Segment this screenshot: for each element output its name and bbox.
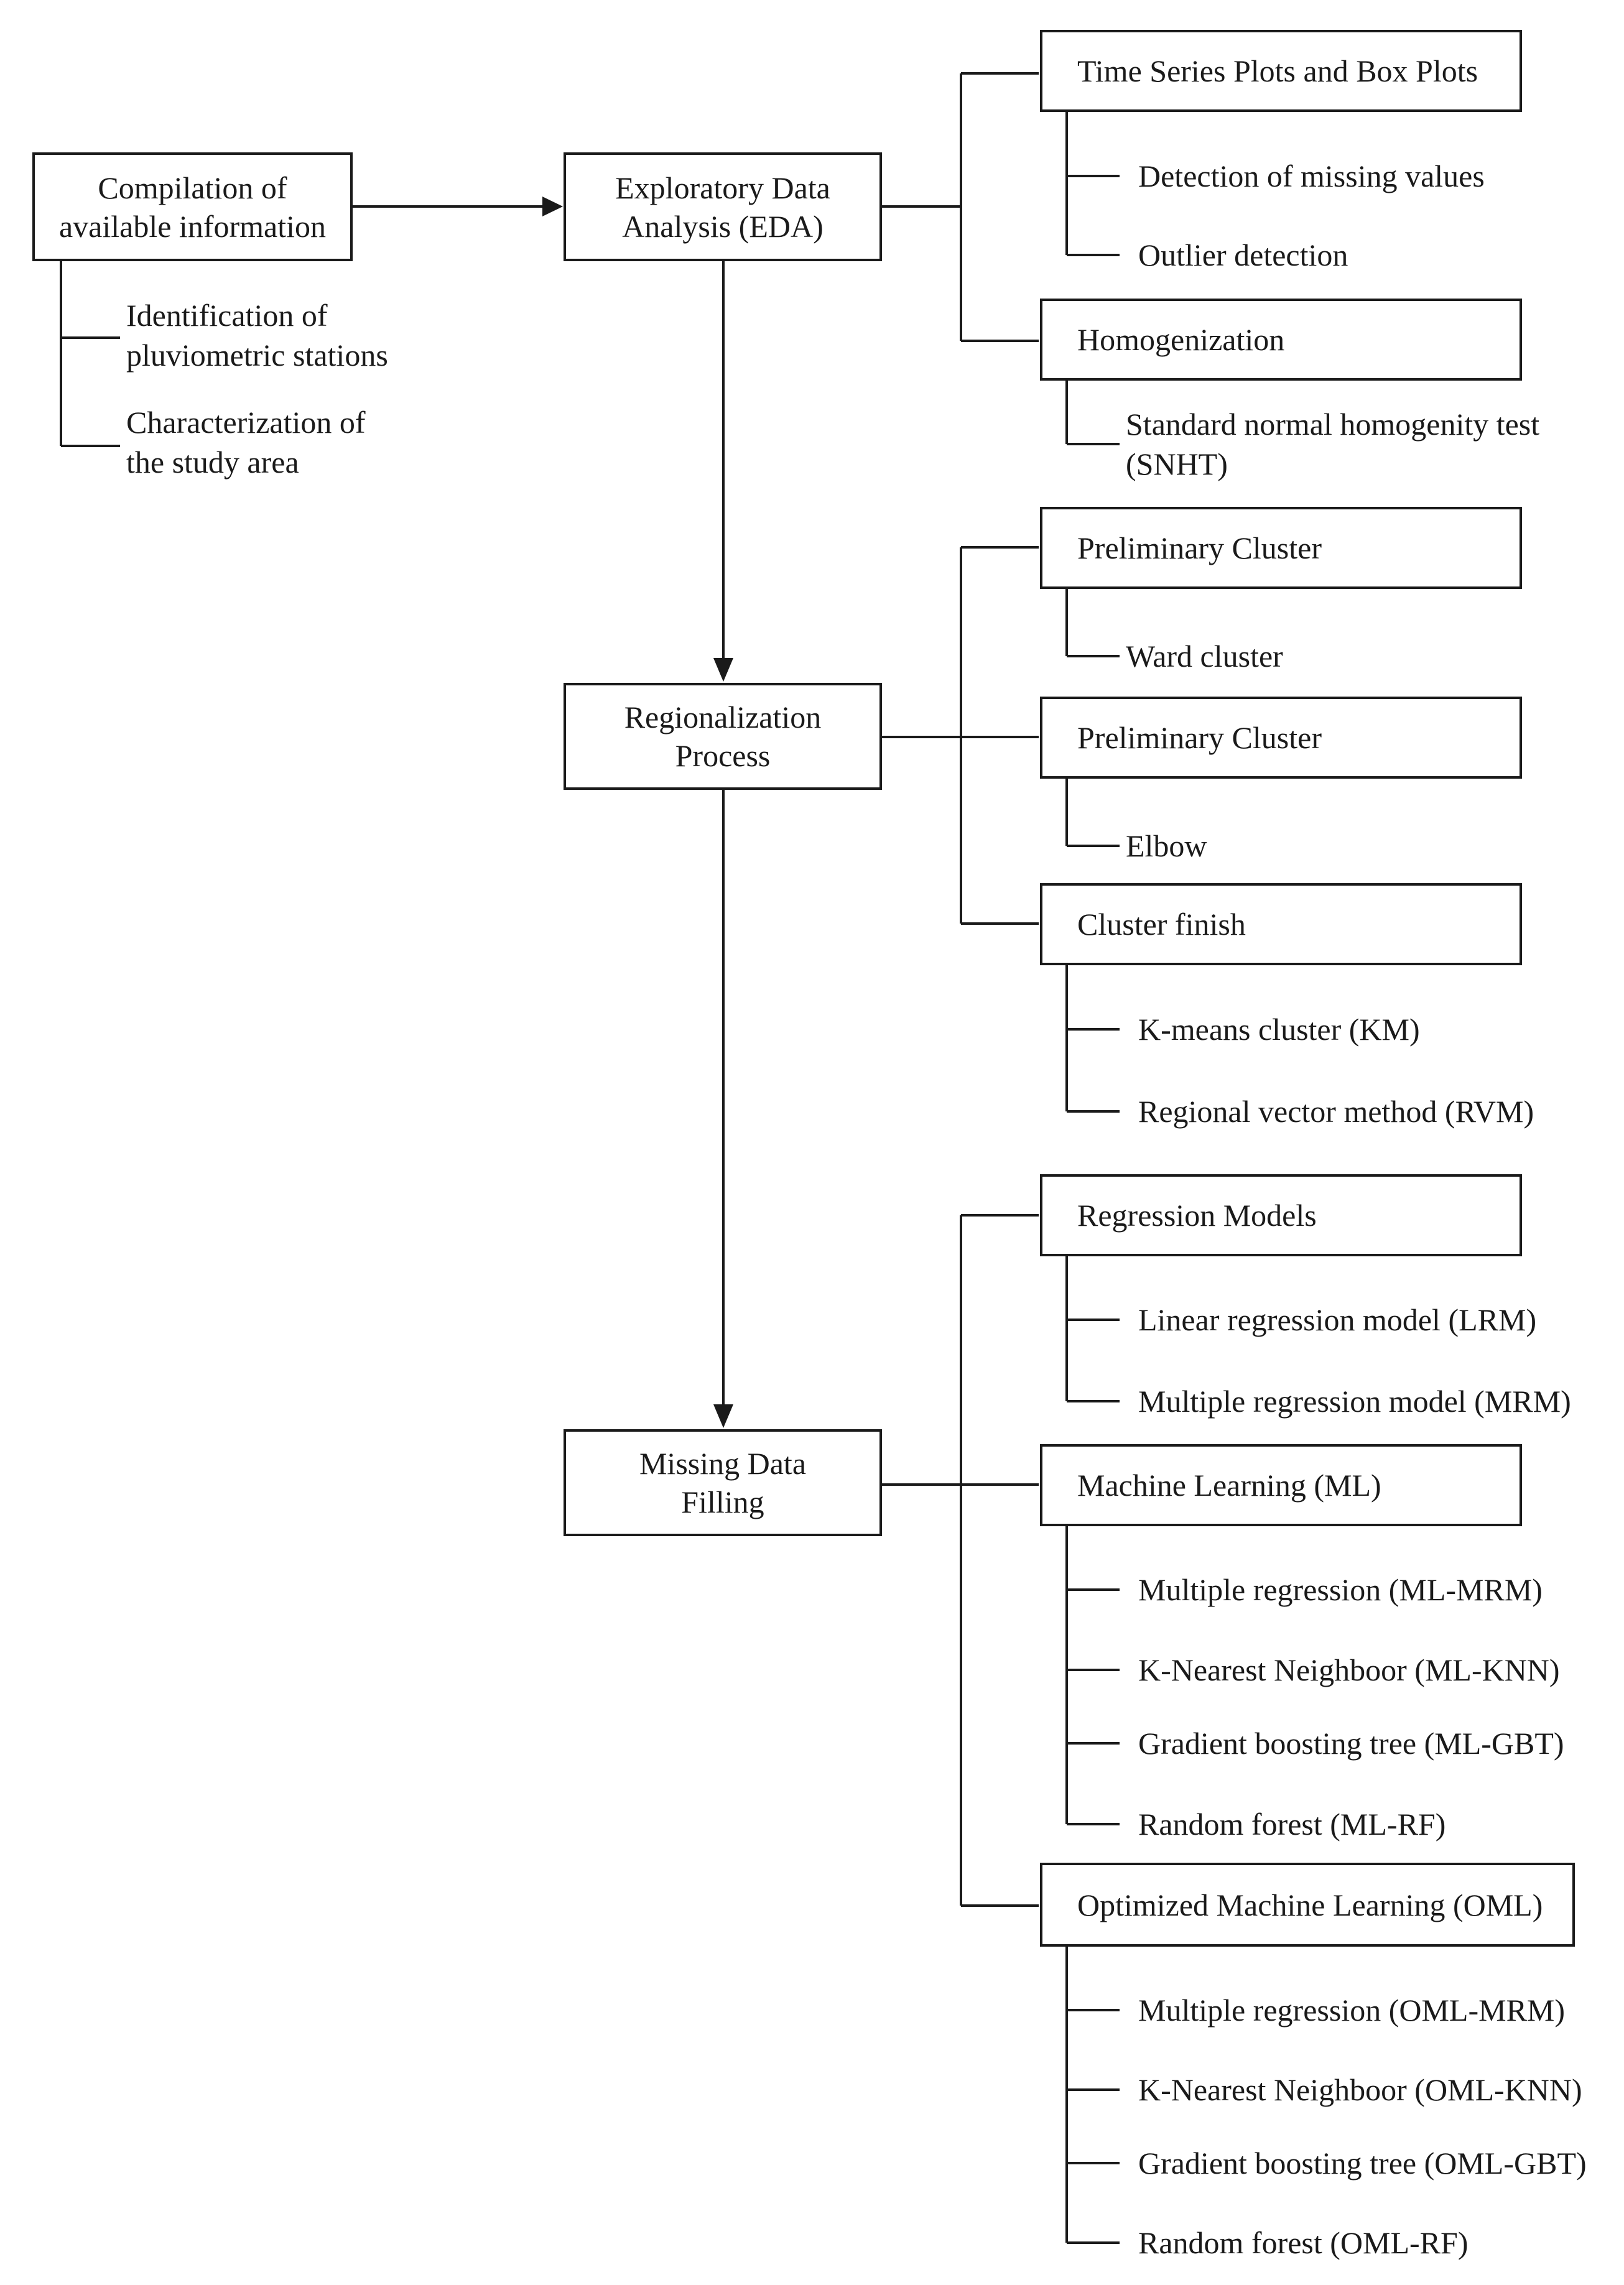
eda-label: Exploratory Data Analysis (EDA) bbox=[615, 170, 830, 244]
ml-label: Machine Learning (ML) bbox=[1077, 1468, 1381, 1503]
ml-box: Machine Learning (ML) bbox=[1040, 1444, 1522, 1526]
oml-item-rf: Random forest (OML-RF) bbox=[1138, 2225, 1469, 2260]
ml-item-mrm: Multiple regression (ML-MRM) bbox=[1138, 1572, 1543, 1607]
left-item-study-area: Characterization of the study area bbox=[126, 405, 366, 480]
regression-box: Regression Models bbox=[1040, 1174, 1522, 1256]
filling-label: Missing Data Filling bbox=[639, 1446, 807, 1519]
homog-item-snht: Standard normal homogenity test (SNHT) bbox=[1126, 407, 1540, 481]
homog-box: Homogenization bbox=[1040, 299, 1522, 381]
ts-label: Time Series Plots and Box Plots bbox=[1077, 53, 1478, 88]
filling-box: Missing Data Filling bbox=[564, 1429, 882, 1536]
homog-label: Homogenization bbox=[1077, 322, 1285, 357]
oml-box: Optimized Machine Learning (OML) bbox=[1040, 1863, 1575, 1947]
prelim2-box: Preliminary Cluster bbox=[1040, 697, 1522, 779]
ml-item-rf: Random forest (ML-RF) bbox=[1138, 1807, 1446, 1842]
prelim1-item-ward: Ward cluster bbox=[1126, 639, 1283, 674]
eda-box: Exploratory Data Analysis (EDA) bbox=[564, 152, 882, 261]
prelim2-item-elbow: Elbow bbox=[1126, 828, 1207, 863]
oml-item-mrm: Multiple regression (OML-MRM) bbox=[1138, 1993, 1566, 2028]
prelim1-label: Preliminary Cluster bbox=[1077, 531, 1322, 565]
ml-item-gbt: Gradient boosting tree (ML-GBT) bbox=[1138, 1726, 1564, 1761]
ts-item-outlier: Outlier detection bbox=[1138, 238, 1348, 272]
oml-label: Optimized Machine Learning (OML) bbox=[1077, 1887, 1543, 1922]
left-item-stations: Identification of pluviometric stations bbox=[126, 298, 388, 373]
arrowhead-filling bbox=[713, 1404, 733, 1428]
arrowhead-regionalization bbox=[713, 658, 733, 682]
regression-item-lrm: Linear regression model (LRM) bbox=[1138, 1302, 1537, 1337]
finish-label: Cluster finish bbox=[1077, 907, 1246, 942]
compilation-label: Compilation of available information bbox=[58, 170, 326, 244]
oml-item-knn: K-Nearest Neighboor (OML-KNN) bbox=[1138, 2072, 1582, 2107]
regionalization-label: Regionalization Process bbox=[624, 700, 822, 773]
prelim1-box: Preliminary Cluster bbox=[1040, 507, 1522, 589]
regression-item-mrm: Multiple regression model (MRM) bbox=[1138, 1384, 1571, 1419]
ts-box: Time Series Plots and Box Plots bbox=[1040, 30, 1522, 112]
regionalization-box: Regionalization Process bbox=[564, 683, 882, 790]
regression-label: Regression Models bbox=[1077, 1198, 1317, 1233]
finish-item-rvm: Regional vector method (RVM) bbox=[1138, 1094, 1534, 1129]
finish-item-km: K-means cluster (KM) bbox=[1138, 1012, 1420, 1047]
arrowhead-eda bbox=[542, 197, 563, 216]
prelim2-label: Preliminary Cluster bbox=[1077, 720, 1322, 755]
compilation-box: Compilation of available information bbox=[32, 152, 353, 261]
finish-box: Cluster finish bbox=[1040, 883, 1522, 965]
ml-item-knn: K-Nearest Neighboor (ML-KNN) bbox=[1138, 1652, 1560, 1687]
ts-item-missing: Detection of missing values bbox=[1138, 159, 1485, 193]
oml-item-gbt: Gradient boosting tree (OML-GBT) bbox=[1138, 2146, 1587, 2181]
